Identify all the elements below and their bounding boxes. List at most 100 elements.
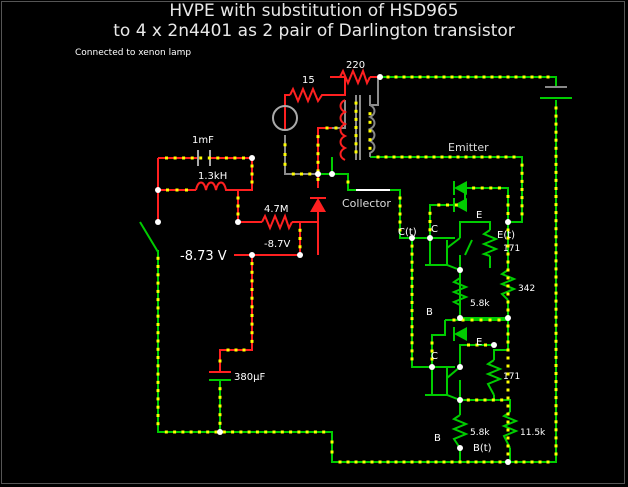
flow-dot [218, 413, 222, 417]
flow-dot [250, 279, 254, 283]
xenon-lamp-icon [272, 105, 298, 131]
flow-dot [231, 430, 235, 434]
flow-dot [506, 396, 510, 400]
resistor-171-bottom [485, 359, 503, 396]
junction-node [491, 342, 497, 348]
flow-dot [520, 204, 524, 208]
label-v-neg-8-7: -8.7V [264, 239, 291, 250]
flow-dot [506, 452, 510, 456]
flow-dot [456, 155, 460, 159]
flow-dot [313, 430, 317, 434]
flow-dot [482, 460, 486, 464]
flow-dot [430, 341, 434, 345]
flow-dot [520, 179, 524, 183]
label-c-t: C(t) [398, 227, 417, 238]
flow-dot [506, 284, 510, 288]
flow-dot [554, 154, 558, 158]
junction-node [155, 219, 161, 225]
flow-dot [554, 331, 558, 335]
diode-top-a-icon [454, 181, 467, 195]
flow-dot [490, 460, 494, 464]
junction-nodes [155, 74, 511, 465]
flow-dot [410, 75, 414, 79]
flow-dot [506, 195, 510, 198]
flow-dot [398, 228, 402, 232]
flow-dot [410, 325, 414, 329]
flow-dot [410, 252, 414, 256]
flow-dot [236, 204, 240, 208]
flow-dot [398, 212, 402, 216]
flow-dot [554, 187, 558, 190]
flow-dot [496, 155, 500, 159]
flow-dot [398, 204, 402, 208]
flow-dot [316, 152, 320, 156]
flow-dot [164, 430, 168, 434]
flow-dot [506, 260, 510, 264]
flow-dot [506, 420, 510, 424]
flow-dot [368, 138, 372, 142]
flow-dot [410, 357, 414, 361]
flow-dot [482, 75, 486, 79]
flow-dot [394, 460, 398, 464]
flow-dot [450, 75, 454, 79]
flow-dot [546, 460, 550, 464]
flow-dot [242, 348, 246, 352]
flow-dot [250, 262, 254, 266]
label-c-380uf: 380µF [234, 372, 265, 383]
flow-dot [386, 75, 390, 79]
flow-dot [554, 436, 558, 440]
flow-dot [426, 75, 430, 79]
component-labels: 15 220 1mF 1.3kH 4.7M -8.7V -8.73 V 380µ… [180, 60, 546, 454]
flow-dot [520, 163, 524, 167]
flow-dot [488, 318, 492, 322]
flow-dot [506, 203, 510, 207]
flow-dot [316, 135, 320, 139]
flow-dot [280, 430, 284, 434]
flow-dot [554, 170, 558, 174]
flow-dot [316, 177, 320, 181]
flow-dot [554, 299, 558, 303]
flow-dot [520, 188, 524, 191]
flow-dot [264, 430, 268, 434]
flow-dot [480, 155, 484, 159]
flow-dot [475, 398, 479, 402]
diode-main-icon [310, 198, 326, 212]
flow-dot [554, 364, 558, 367]
flow-dot [402, 460, 406, 464]
flow-dot [316, 143, 320, 147]
flow-dot [520, 171, 524, 175]
flow-dot [554, 219, 558, 223]
flow-dot [554, 195, 558, 198]
junction-node [235, 219, 241, 225]
label-r-5-8k-bottom: 5.8k [470, 428, 490, 438]
flow-dot [554, 251, 558, 255]
junction-node [505, 315, 511, 321]
flow-dot [554, 162, 558, 166]
flow-dot [156, 306, 160, 310]
junction-node [457, 397, 463, 403]
junction-node [315, 171, 321, 177]
label-r-220: 220 [346, 60, 365, 71]
flow-dot [458, 460, 462, 464]
diode-bottom-icon [454, 327, 467, 341]
flow-dot [554, 307, 558, 311]
flow-dot [461, 318, 465, 322]
flow-dot [156, 265, 160, 268]
flow-dot [394, 75, 398, 79]
flow-dot [506, 276, 510, 280]
flow-dot [236, 196, 240, 200]
flow-dot [354, 109, 358, 113]
flow-dot [222, 430, 226, 434]
flow-dot [250, 180, 254, 184]
flow-dot [506, 340, 510, 344]
current-flow-dots [156, 75, 558, 464]
transformer-primary [339, 99, 348, 161]
flow-dot [554, 412, 558, 416]
flow-dot [506, 324, 510, 328]
flow-dot [199, 156, 203, 160]
flow-dot [392, 155, 396, 159]
flow-dot [250, 288, 254, 291]
flow-dot [530, 460, 534, 464]
title-line-2: to 4 x 2n4401 as 2 pair of Darlington tr… [113, 21, 515, 41]
